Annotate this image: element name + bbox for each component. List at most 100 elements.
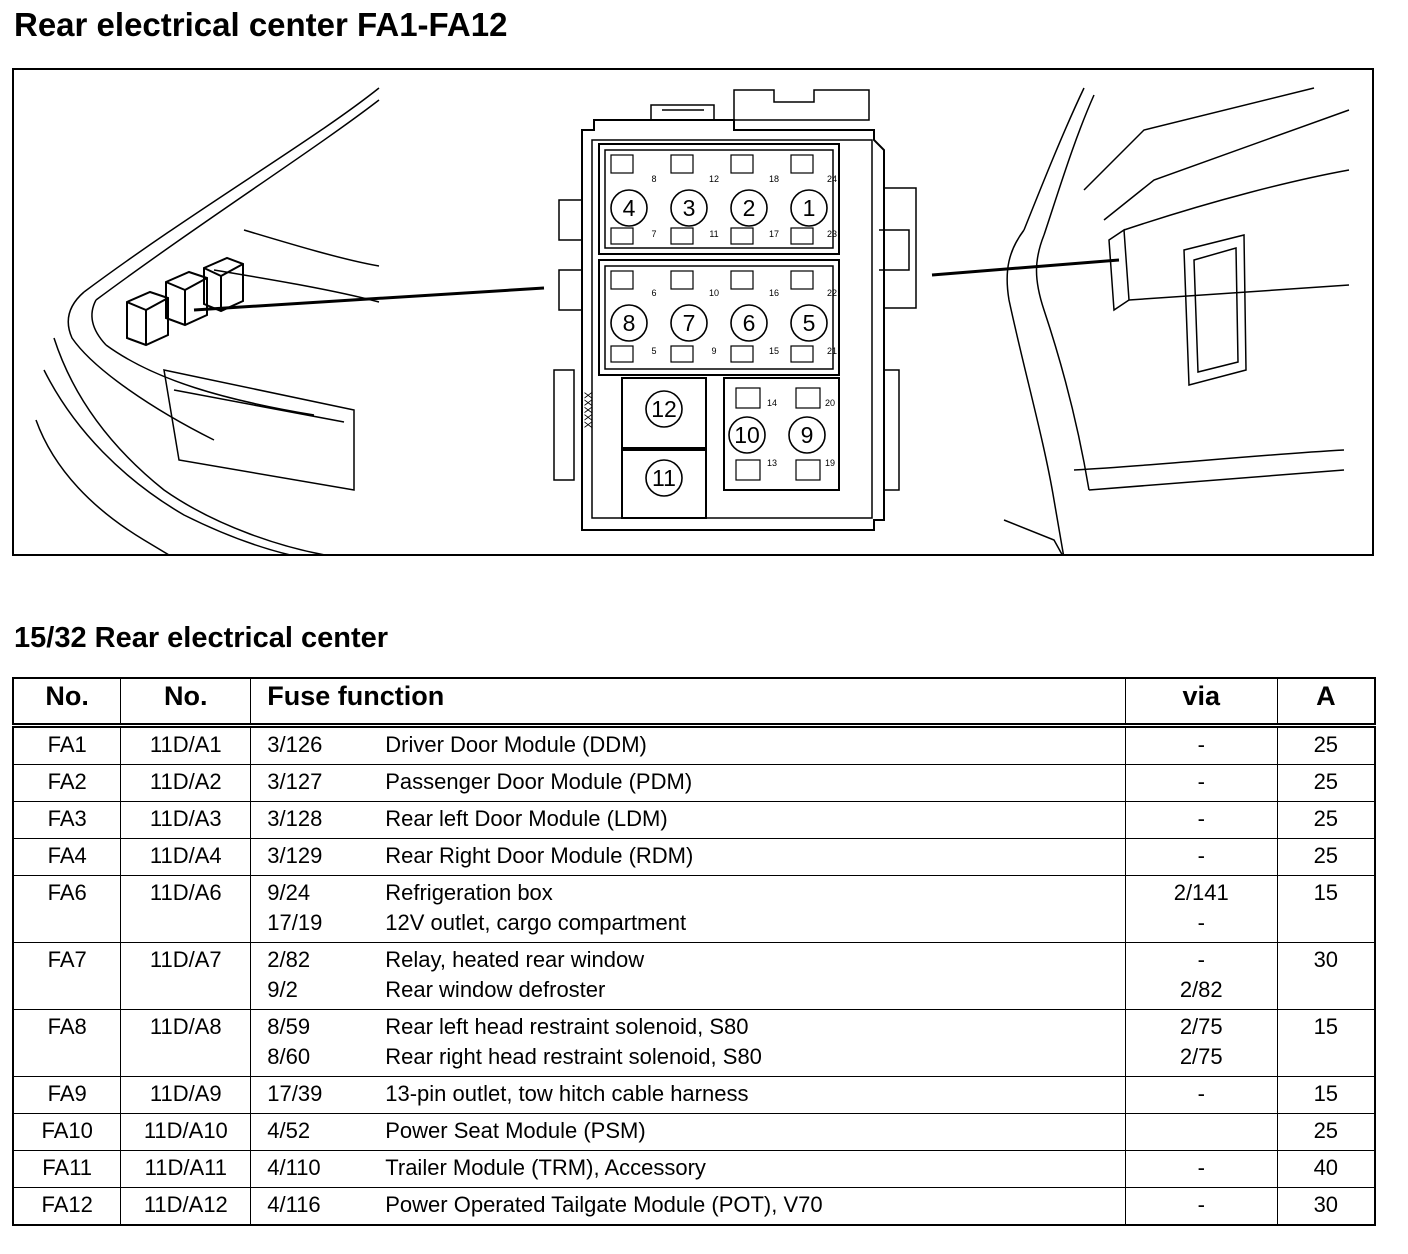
function-description: 12V outlet, cargo compartment <box>385 910 687 935</box>
terminal-number: 8 <box>651 174 656 184</box>
fuse-label: 2 <box>743 195 756 221</box>
ampere-rating: 25 <box>1276 1113 1376 1151</box>
fuse-reference: 11D/A9 <box>120 1076 252 1114</box>
ampere-rating: 15 <box>1276 1009 1376 1077</box>
fuse-number: FA4 <box>12 838 122 876</box>
fuse-label: 7 <box>683 310 696 336</box>
column-header: via <box>1124 678 1278 728</box>
terminal-number: 21 <box>827 346 837 356</box>
via-cell: - <box>1124 801 1278 839</box>
via-cell <box>1124 1113 1278 1151</box>
via-value: 2/75 <box>1179 1014 1223 1039</box>
car-left-view <box>35 87 545 554</box>
function-description: Passenger Door Module (PDM) <box>385 769 693 794</box>
ampere-rating: 15 <box>1276 875 1376 943</box>
component-code: 8/60 <box>267 1044 311 1069</box>
component-code: 3/129 <box>267 843 323 868</box>
via-cell: - <box>1124 725 1278 765</box>
function-description: Rear window defroster <box>385 977 606 1002</box>
fuse-number: FA7 <box>12 942 122 1010</box>
terminal-number: 11 <box>709 229 718 239</box>
via-value: - <box>1197 910 1205 935</box>
column-header: No. <box>120 678 252 728</box>
ampere-rating: 25 <box>1276 838 1376 876</box>
car-right-view <box>931 87 1350 554</box>
via-value: - <box>1197 769 1205 794</box>
function-description: Rear left head restraint solenoid, S80 <box>385 1014 749 1039</box>
fuse-label: 11 <box>652 465 676 491</box>
fuse-label: 1 <box>803 195 816 221</box>
ampere-rating: 25 <box>1276 725 1376 765</box>
fuse-function: 3/127 Passenger Door Module (PDM) <box>250 764 1126 802</box>
terminal-number: 16 <box>769 288 779 298</box>
component-code: 4/52 <box>267 1118 311 1143</box>
terminal-number: 22 <box>827 288 837 298</box>
ampere-rating: 25 <box>1276 764 1376 802</box>
component-code: 17/19 <box>267 910 323 935</box>
fuse-box-diagram: 1 2 3 4 5 6 7 8 9 10 11 12 8 12 18 24 7 … <box>12 68 1374 556</box>
fuse-label: 9 <box>801 422 814 448</box>
fuse-reference: 11D/A6 <box>120 875 252 943</box>
function-line: 3/128 Rear left Door Module (LDM) <box>267 804 1125 834</box>
ampere-rating: 15 <box>1276 1076 1376 1114</box>
function-description: 13-pin outlet, tow hitch cable harness <box>385 1081 749 1106</box>
terminal-number: 6 <box>651 288 656 298</box>
fuse-number: FA6 <box>12 875 122 943</box>
component-code: 3/126 <box>267 732 323 757</box>
function-line: 9/24 Refrigeration box <box>267 878 1125 908</box>
function-description: Driver Door Module (DDM) <box>385 732 647 757</box>
fuse-label: 5 <box>803 310 816 336</box>
component-code: 2/82 <box>267 947 311 972</box>
table-header-row: No. No. Fuse function via A <box>12 678 1376 728</box>
via-value: 2/141 <box>1173 880 1229 905</box>
fuse-label: 4 <box>623 195 636 221</box>
fuse-reference: 11D/A3 <box>120 801 252 839</box>
component-code: 4/110 <box>267 1155 321 1180</box>
function-description: Relay, heated rear window <box>385 947 645 972</box>
terminal-number: 10 <box>709 288 719 298</box>
fuse-label: 8 <box>623 310 636 336</box>
fuse-function: 3/129 Rear Right Door Module (RDM) <box>250 838 1126 876</box>
component-code: 3/127 <box>267 769 323 794</box>
ampere-rating: 30 <box>1276 942 1376 1010</box>
terminal-number: 15 <box>769 346 779 356</box>
function-description: Rear right head restraint solenoid, S80 <box>385 1044 762 1069</box>
via-value: - <box>1197 1081 1205 1106</box>
fuse-number: FA3 <box>12 801 122 839</box>
component-code: 3/128 <box>267 806 323 831</box>
fuse-function: 9/24 Refrigeration box 17/19 12V outlet, ca… <box>250 875 1126 943</box>
function-description: Refrigeration box <box>385 880 553 905</box>
terminal-number: 9 <box>711 346 716 356</box>
fuse-number: FA1 <box>12 725 122 765</box>
function-description: Rear Right Door Module (RDM) <box>385 843 694 868</box>
fuse-reference: 11D/A10 <box>120 1113 252 1151</box>
fuse-reference: 11D/A8 <box>120 1009 252 1077</box>
fuse-label: 12 <box>651 396 677 422</box>
terminal-number: 19 <box>825 458 835 468</box>
ampere-rating: 30 <box>1276 1187 1376 1225</box>
fuse-label: 10 <box>734 422 760 448</box>
fuse-number: FA9 <box>12 1076 122 1114</box>
fuse-function: 3/128 Rear left Door Module (LDM) <box>250 801 1126 839</box>
terminal-number: 18 <box>769 174 779 184</box>
fuse-label: 3 <box>683 195 696 221</box>
via-value: 2/82 <box>1179 977 1223 1002</box>
function-description: Rear left Door Module (LDM) <box>385 806 668 831</box>
column-header: A <box>1276 678 1376 728</box>
component-code: 9/24 <box>267 880 311 905</box>
fuse-reference: 11D/A1 <box>120 725 252 765</box>
